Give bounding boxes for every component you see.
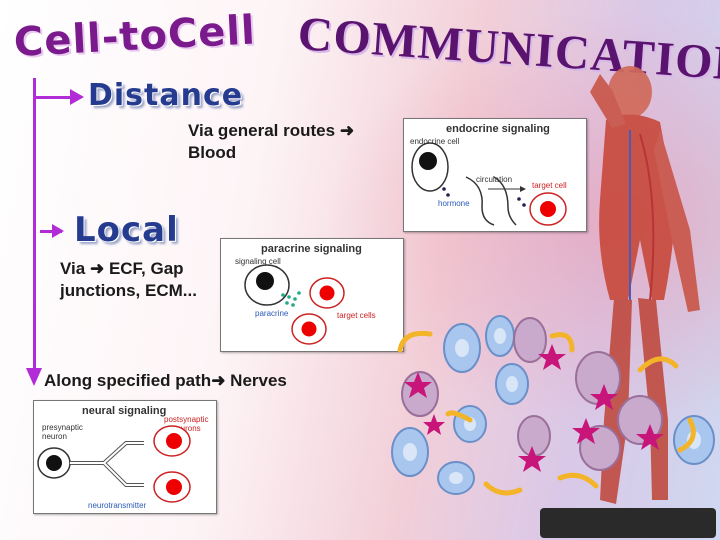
along-text-a: Along specified path: [44, 371, 212, 390]
connector-line-local: [40, 230, 62, 233]
distance-text: Via general routes ➜ Blood: [188, 120, 354, 164]
local-line-1a: Via: [60, 259, 86, 278]
connector-vertical-line: [33, 78, 36, 368]
target-cells-label: target cells: [337, 311, 376, 320]
right-arrow-icon: ➜: [339, 121, 355, 140]
figure-stand: [540, 508, 716, 538]
paracrine-title: paracrine signaling: [261, 243, 362, 255]
right-arrow-icon: ➜: [211, 371, 226, 390]
endocrine-graphic: [411, 142, 567, 226]
along-text: Along specified path➜ Nerves: [44, 370, 287, 392]
paracrine-signaling-diagram: paracrine signaling signaling cell parac…: [220, 238, 404, 352]
arrowhead-distance: [70, 89, 84, 105]
heading-distance: Distance: [88, 78, 244, 113]
cell-cluster: [391, 315, 715, 495]
arrowhead-local: [52, 224, 64, 238]
paracrine-graphic: [244, 264, 345, 345]
presynaptic-label: presynaptic neuron: [42, 423, 83, 441]
neural-title: neural signaling: [82, 405, 167, 417]
heading-local: Local: [74, 210, 179, 250]
local-line-1b: ECF, Gap: [108, 259, 184, 278]
distance-line-1: Via general routes: [188, 121, 336, 140]
distance-line-2: Blood: [188, 143, 237, 162]
signaling-cell-label: signaling cell: [235, 257, 281, 266]
postsynaptic-label: postsynaptic neurons: [164, 415, 209, 433]
endocrine-cell-label: endocrine cell: [410, 137, 460, 146]
paracrine-label: paracrine: [255, 309, 289, 318]
local-line-2: junctions, ECM...: [60, 281, 197, 300]
endocrine-title: endocrine signaling: [446, 123, 550, 135]
target-cell-label: target cell: [532, 181, 567, 190]
signal-star-icons: [404, 344, 664, 472]
connector-line-distance: [33, 96, 71, 99]
neural-signaling-diagram: neural signaling presynaptic neuron post…: [33, 400, 217, 514]
signal-flow-arrow-icons: [397, 330, 696, 496]
neural-graphic: [37, 425, 191, 503]
endocrine-signaling-diagram: endocrine signaling endocrine cell circu…: [403, 118, 587, 232]
circulation-label: circulation: [476, 175, 513, 184]
local-text: Via ➜ ECF, Gap junctions, ECM...: [60, 258, 197, 302]
neurotransmitter-label: neurotransmitter: [88, 501, 147, 510]
hormone-label: hormone: [438, 199, 470, 208]
arrowhead-along: [26, 368, 42, 386]
right-arrow-icon: ➜: [89, 259, 105, 278]
along-text-b: Nerves: [230, 371, 287, 390]
human-anatomy-figure: [590, 66, 700, 504]
